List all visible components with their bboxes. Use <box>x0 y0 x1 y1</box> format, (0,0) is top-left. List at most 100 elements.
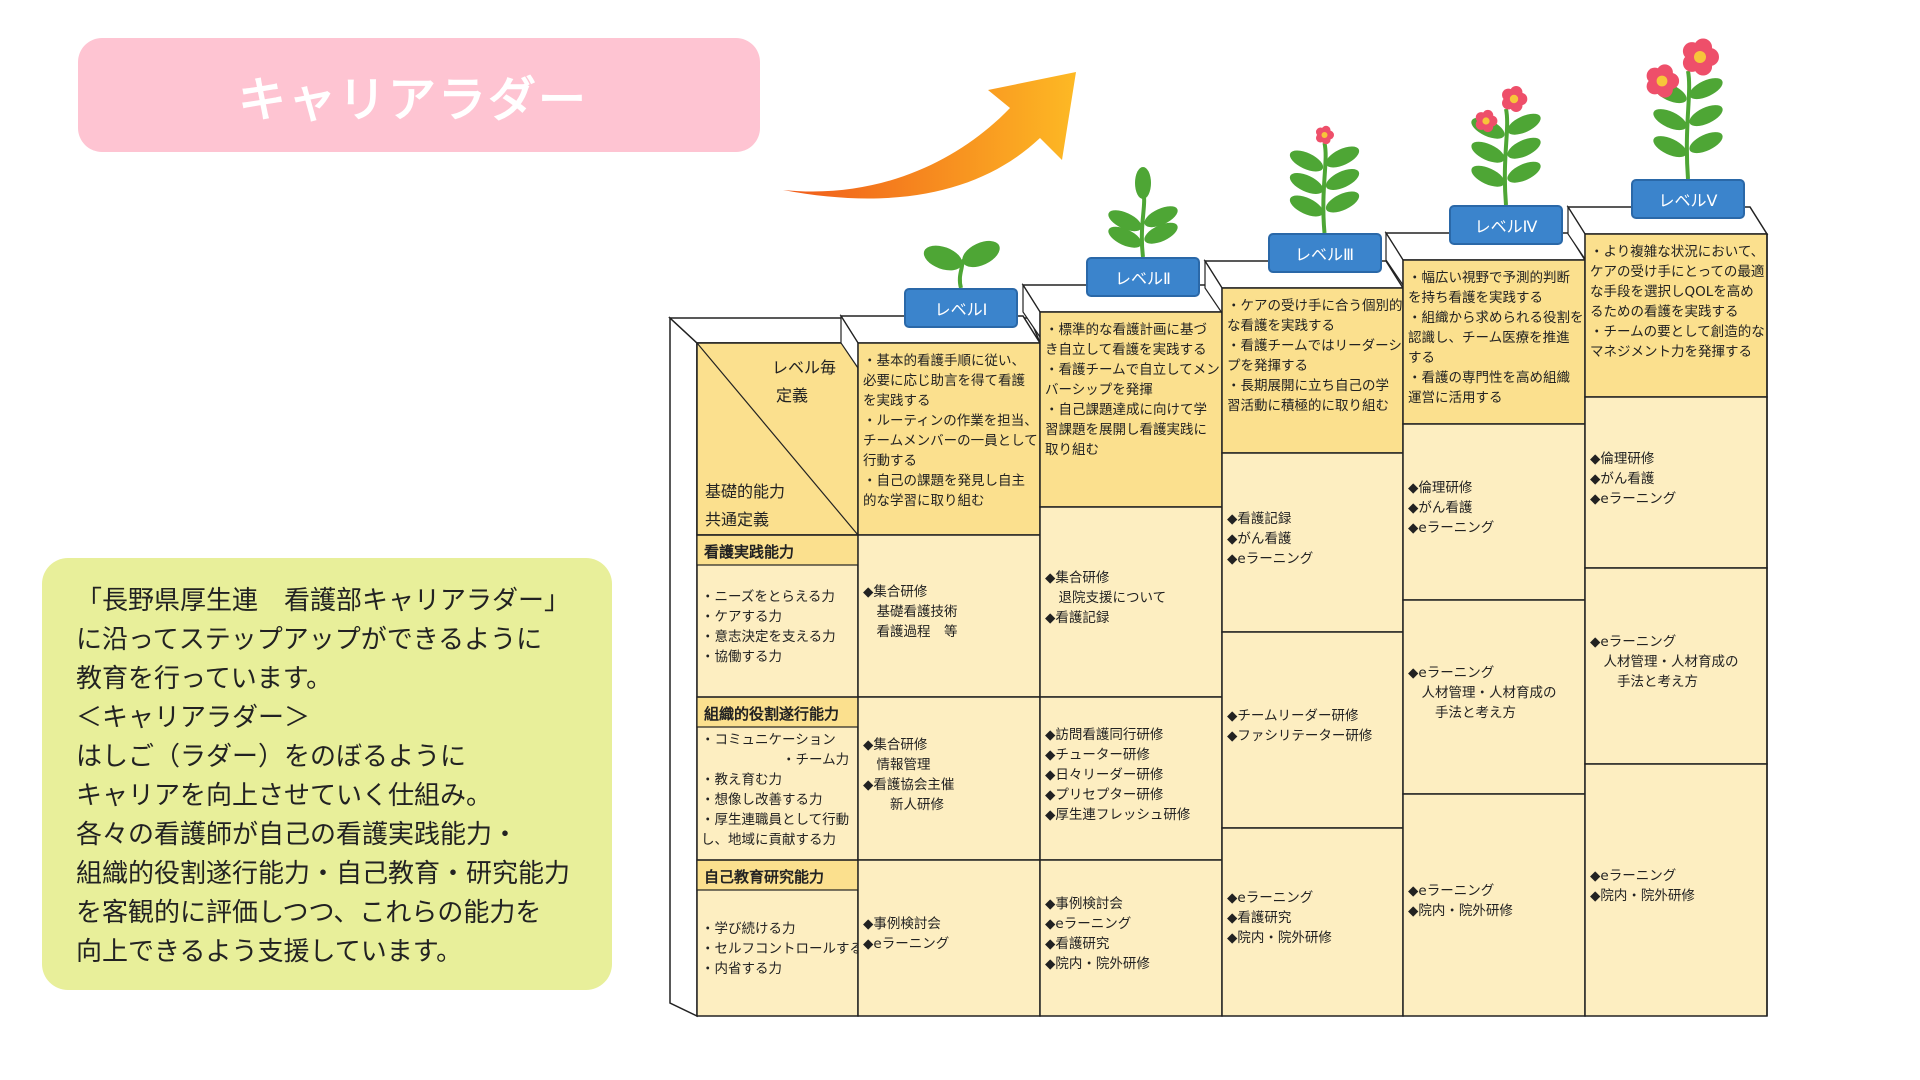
level-definition-line: るための看護を実践する <box>1590 304 1739 320</box>
level-definition-line: ・チームの要として創造的な <box>1590 324 1765 340</box>
training-practice: ◆集合研修 退院支援について ◆看護記録 <box>1042 507 1222 697</box>
level-definition-line: ・看護チームではリーダーシッ <box>1227 338 1403 354</box>
training-self: ◆eラーニング◆院内・院外研修 <box>1405 794 1585 1016</box>
definition-cell <box>1039 311 1223 508</box>
level-definition: ・ケアの受け手に合う個別的な看護を実践する・看護チームではリーダーシップを発揮す… <box>1224 292 1403 453</box>
row-description-line: ・協働する力 <box>701 649 782 665</box>
training-org: ◆集合研修 情報管理 ◆看護協会主催 新人研修 <box>860 697 1040 860</box>
level-definition-line: な手段を選択しQOLを高め <box>1590 284 1754 300</box>
training-self-line: ◆eラーニング <box>1227 890 1314 906</box>
leaf-shape <box>1507 137 1541 159</box>
training-org-line: ◆ファシリテーター研修 <box>1227 728 1373 744</box>
level-definition-line: プを発揮する <box>1227 358 1308 374</box>
level-definition-line: 必要に応じ助言を得て看護 <box>863 373 1025 389</box>
level-definition-line: チームメンバーの一員として <box>863 433 1038 449</box>
training-cell <box>1402 793 1586 1017</box>
training-practice-line: ◆eラーニング <box>1590 490 1677 507</box>
intro-line: 各々の看護師が自己の看護実践能力・ <box>76 820 519 850</box>
training-cell <box>857 859 1041 1017</box>
training-practice-line: ◆集合研修 <box>863 584 928 600</box>
training-org: ◆eラーニング 人材管理・人材育成の 手法と考え方 <box>1405 600 1585 794</box>
definition-cell <box>1402 259 1586 425</box>
flower-center <box>1482 117 1490 125</box>
level-definition-line: を持ち看護を実践する <box>1408 290 1543 306</box>
leaf-shape <box>1108 210 1142 232</box>
level-definition-line: ・標準的な看護計画に基づ <box>1045 322 1207 338</box>
level-definition-line: ・看護チームで自立してメン <box>1045 362 1220 378</box>
training-self: ◆eラーニング◆看護研究◆院内・院外研修 <box>1224 828 1403 1016</box>
training-org-line: ◆集合研修 <box>863 736 928 753</box>
level-definition: ・より複雑な状況において、ケアの受け手にとっての最適な手段を選択しQOLを高める… <box>1587 238 1767 397</box>
row-description: ・コミュニケーション ・チーム力・教え育む力・想像し改善する力・厚生連職員として… <box>698 727 858 860</box>
flower-center <box>1656 75 1668 87</box>
training-org-line: 新人研修 <box>863 796 944 813</box>
leaf-shape <box>1689 105 1723 127</box>
training-self: ◆eラーニング◆院内・院外研修 <box>1587 764 1767 1016</box>
training-org-line: ◆チームリーダー研修 <box>1227 708 1359 724</box>
header-base-label: 基礎的能力 <box>705 482 786 501</box>
leaf-shape <box>962 240 1000 268</box>
row-description-line: ・内省する力 <box>701 961 782 977</box>
training-practice-line: 看護過程 等 <box>863 624 958 640</box>
leaf-shape <box>1471 141 1505 163</box>
training-practice-line: ◆がん看護 <box>1227 530 1292 547</box>
training-org-line: 情報管理 <box>863 756 931 773</box>
row-description-line: ・チーム力 <box>701 751 850 768</box>
leaf-shape <box>1289 172 1324 195</box>
training-practice-line: ◆倫理研修 <box>1408 480 1473 496</box>
training-self-line: ◆事例検討会 <box>1045 896 1123 912</box>
row-title-bar <box>696 534 859 566</box>
row-title: 看護実践能力 <box>704 543 795 561</box>
training-practice-line: ◆看護記録 <box>1045 610 1110 626</box>
level-definition-line: な看護を実践する <box>1227 318 1335 334</box>
training-org-line: ◆看護協会主催 <box>863 776 955 793</box>
leaf-shape <box>1653 109 1687 131</box>
training-self-line: ◆院内・院外研修 <box>1227 930 1332 946</box>
training-self-line: ◆eラーニング <box>1408 883 1495 899</box>
leaf-shape <box>1689 78 1723 100</box>
plants-group <box>923 38 1723 289</box>
leaf-shape <box>1289 195 1324 217</box>
row-description: ・学び続ける力・セルフコントロールする力・内省する力 <box>698 890 858 1016</box>
intro-box: 「長野県厚生連 看護部キャリアラダー」 に沿ってステップアップができるように 教… <box>42 558 612 990</box>
level-definition: ・標準的な看護計画に基づき自立して看護を実践する・看護チームで自立してメンバーシ… <box>1042 316 1222 507</box>
intro-line: 「長野県厚生連 看護部キャリアラダー」 <box>76 586 571 616</box>
training-org-line: ◆厚生連フレッシュ研修 <box>1045 806 1191 823</box>
header-diagonal <box>696 342 859 536</box>
training-self-line: ◆eラーニング <box>863 936 950 952</box>
training-practice-line: ◆倫理研修 <box>1590 450 1655 467</box>
flower-center <box>1509 94 1519 104</box>
flower-center <box>1321 132 1328 138</box>
level-definition-line: 認識し、チーム医療を推進 <box>1408 330 1570 346</box>
ladder-side-face <box>669 316 698 1018</box>
intro-line: キャリアを向上させていく仕組み。 <box>76 781 493 811</box>
row-title: 自己教育研究能力 <box>704 868 825 886</box>
training-practice-line: 退院支援について <box>1045 590 1167 606</box>
training-self-line: ◆eラーニング <box>1590 868 1677 884</box>
definition-cell <box>1584 233 1768 398</box>
row-description-line: ・意志決定を支える力 <box>701 629 836 645</box>
leaf-shape <box>1135 167 1151 199</box>
row-description-line: し、地域に貢献する力 <box>701 831 836 848</box>
level-definition-line: ・ケアの受け手に合う個別的 <box>1227 298 1403 314</box>
training-practice-line: ◆がん看護 <box>1408 500 1473 516</box>
training-practice: ◆倫理研修 ◆がん看護 ◆eラーニング <box>1405 424 1585 600</box>
training-practice-line: ◆eラーニング <box>1408 520 1495 536</box>
level-definition-line: 運営に活用する <box>1408 390 1503 406</box>
level-definition-line: ケアの受け手にとっての最適 <box>1590 264 1765 280</box>
row-description-line: ・想像し改善する力 <box>701 791 823 808</box>
flower-center <box>1694 51 1706 63</box>
training-cell <box>1221 827 1404 1017</box>
page-title: キャリアラダー <box>238 72 589 128</box>
training-org-line: ◆eラーニング <box>1590 634 1677 650</box>
header-level-label: レベル毎 <box>772 358 837 377</box>
row-description-line: ・厚生連職員として行動 <box>701 811 850 828</box>
plant-stem <box>1321 142 1328 234</box>
training-practice-line: ◆集合研修 <box>1045 570 1110 586</box>
training-cell <box>1584 396 1768 569</box>
level-definition: ・幅広い視野で予測的判断を持ち看護を実践する・組織から求められる役割を認識し、チ… <box>1405 264 1585 424</box>
training-org-line: 手法と考え方 <box>1408 705 1516 721</box>
level-definition-line: 習活動に積極的に取り組む <box>1227 398 1389 414</box>
intro-line: 向上できるよう支援しています。 <box>76 937 463 967</box>
training-practice-line: ◆看護記録 <box>1227 510 1292 527</box>
